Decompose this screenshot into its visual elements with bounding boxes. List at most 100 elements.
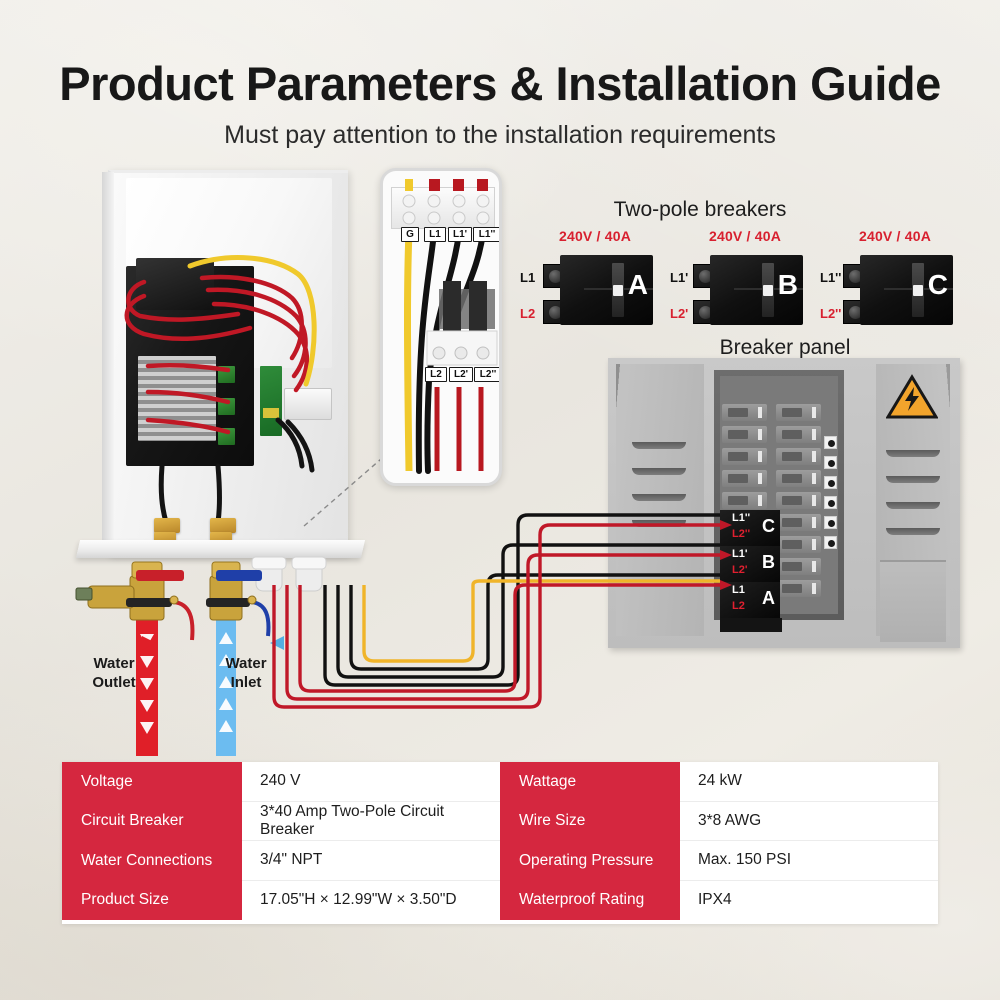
panel-breaker-b-l1: L1' [732, 548, 748, 560]
panel-switch-l2[interactable] [722, 426, 767, 443]
page-subtitle: Must pay attention to the installation r… [224, 121, 776, 149]
spec-value: 3*40 Amp Two-Pole Circuit Breaker [242, 801, 500, 841]
wiring-harness [272, 513, 732, 709]
breaker-a-label-l2: L2 [520, 306, 536, 321]
breaker-b-letter: B [777, 269, 798, 300]
panel-switch-r2[interactable] [776, 426, 821, 443]
panel-breaker-b[interactable]: L1' L2' B [720, 546, 780, 582]
table-row: Voltage 240 V [62, 762, 500, 802]
spec-key: Circuit Breaker [62, 801, 242, 841]
breaker-b-label-l1: L1' [670, 270, 689, 285]
panel-switch-r9[interactable] [776, 580, 821, 597]
spec-key: Wire Size [500, 801, 680, 841]
panel-switch-l3[interactable] [722, 448, 767, 465]
panel-vent-l1 [632, 442, 686, 449]
panel-switch-l1[interactable] [722, 404, 767, 421]
panel-door-right[interactable] [876, 364, 950, 642]
terminal-tag-l2p: L2' [449, 367, 473, 382]
spec-table-left-column: Voltage 240 V Circuit Breaker 3*40 Amp T… [62, 762, 500, 920]
breaker-c-switch[interactable] [912, 263, 924, 317]
panel-switch-r7[interactable] [776, 536, 821, 553]
breaker-b-rating: 240V / 40A [708, 228, 782, 244]
table-row: Operating Pressure Max. 150 PSI [500, 841, 938, 881]
terminal-tag-g: G [401, 227, 419, 242]
panel-lower-door[interactable] [880, 560, 946, 642]
breaker-a-body: A [560, 255, 653, 325]
heater-wiring [124, 255, 317, 525]
breaker-b-switch[interactable] [762, 263, 774, 317]
panel-vent-l3 [632, 494, 686, 501]
heater-connector-block [284, 388, 332, 420]
panel-switch-r1[interactable] [776, 404, 821, 421]
neutral-terminal-3 [824, 476, 837, 489]
neutral-terminal-5 [824, 516, 837, 529]
panel-breaker-a[interactable]: L1 L2 A [720, 582, 780, 618]
water-outlet-line2: Outlet [92, 673, 136, 691]
panel-vent-r1 [886, 450, 940, 457]
panel-switch-r3[interactable] [776, 448, 821, 465]
table-row: Product Size 17.05"H × 12.99"W × 3.50"D [62, 880, 500, 920]
breaker-c-letter: C [927, 269, 948, 300]
panel-door-left[interactable] [616, 364, 704, 636]
heater-inlet-fitting [210, 518, 236, 533]
panel-breaker-c-l1: L1'' [732, 512, 751, 524]
panel-switch-r6[interactable] [776, 514, 821, 531]
water-outlet-label: Water Outlet [78, 655, 150, 693]
panel-breaker-a-l2: L2 [732, 600, 745, 612]
water-inlet-arrow-icon [270, 636, 284, 650]
panel-main-lug [720, 618, 782, 632]
heater-side-panel [102, 172, 114, 552]
breaker-b-body: B [710, 255, 803, 325]
spec-key: Water Connections [62, 841, 242, 881]
breaker-a-letter: A [627, 269, 648, 300]
spec-table-right-column: Wattage 24 kW Wire Size 3*8 AWG Operatin… [500, 762, 938, 920]
plumbing-valves [75, 561, 271, 756]
cable-glands [251, 556, 327, 592]
panel-vent-l2 [632, 468, 686, 475]
two-pole-breaker-a: 240V / 40A L1 L2 A [520, 228, 670, 333]
panel-switch-r4[interactable] [776, 470, 821, 487]
spec-value: IPX4 [680, 880, 938, 920]
breaker-a-switch[interactable] [612, 263, 624, 317]
electrical-hazard-warning-icon [886, 374, 938, 419]
panel-vent-r3 [886, 502, 940, 509]
page-title: Product Parameters & Installation Guide [59, 57, 941, 110]
neutral-terminal-2 [824, 456, 837, 469]
terminal-detail-panel: G L1 L1' L1'' L2 L2' L2'' [380, 168, 502, 486]
two-pole-breakers-title: Two-pole breakers [613, 198, 787, 221]
breaker-panel: L1'' L2'' C L1' L2' B L1 L2 A [608, 358, 960, 648]
table-row: Water Connections 3/4" NPT [62, 841, 500, 881]
spec-table: Voltage 240 V Circuit Breaker 3*40 Amp T… [62, 762, 938, 924]
panel-switch-r5[interactable] [776, 492, 821, 509]
terminal-tag-l1p: L1' [448, 227, 472, 242]
panel-breaker-c-letter: C [762, 516, 775, 536]
terminal-tag-l2: L2 [425, 367, 447, 382]
spec-key: Operating Pressure [500, 841, 680, 881]
terminal-tag-l1pp: L1'' [473, 227, 499, 242]
spec-value: 3/4" NPT [242, 841, 500, 881]
water-outlet-line1: Water [93, 655, 135, 672]
panel-breaker-a-letter: A [762, 588, 775, 608]
detail-wires [402, 179, 498, 474]
panel-switch-r8[interactable] [776, 558, 821, 575]
panel-switch-l5[interactable] [722, 492, 767, 509]
panel-vent-r4 [886, 528, 940, 535]
terminal-tag-l2pp: L2'' [474, 367, 499, 382]
table-row: Wire Size 3*8 AWG [500, 801, 938, 841]
water-inlet-line1: Water [225, 655, 267, 672]
spec-value: 17.05"H × 12.99"W × 3.50"D [242, 880, 500, 920]
breaker-c-rating: 240V / 40A [858, 228, 932, 244]
heater-outlet-fitting [154, 518, 180, 533]
panel-switch-l4[interactable] [722, 470, 767, 487]
breaker-c-label-l2: L2'' [820, 306, 842, 321]
heater-relay-block [136, 258, 214, 310]
table-row: Waterproof Rating IPX4 [500, 880, 938, 920]
breaker-panel-title: Breaker panel [719, 336, 851, 359]
panel-breaker-c[interactable]: L1'' L2'' C [720, 510, 780, 546]
neutral-terminal-1 [824, 436, 837, 449]
panel-breaker-b-letter: B [762, 552, 775, 572]
table-row: Circuit Breaker 3*40 Amp Two-Pole Circui… [62, 801, 500, 841]
panel-breaker-c-l2: L2'' [732, 528, 751, 540]
spec-value: 24 kW [680, 762, 938, 802]
breaker-a-label-l1: L1 [520, 270, 536, 285]
